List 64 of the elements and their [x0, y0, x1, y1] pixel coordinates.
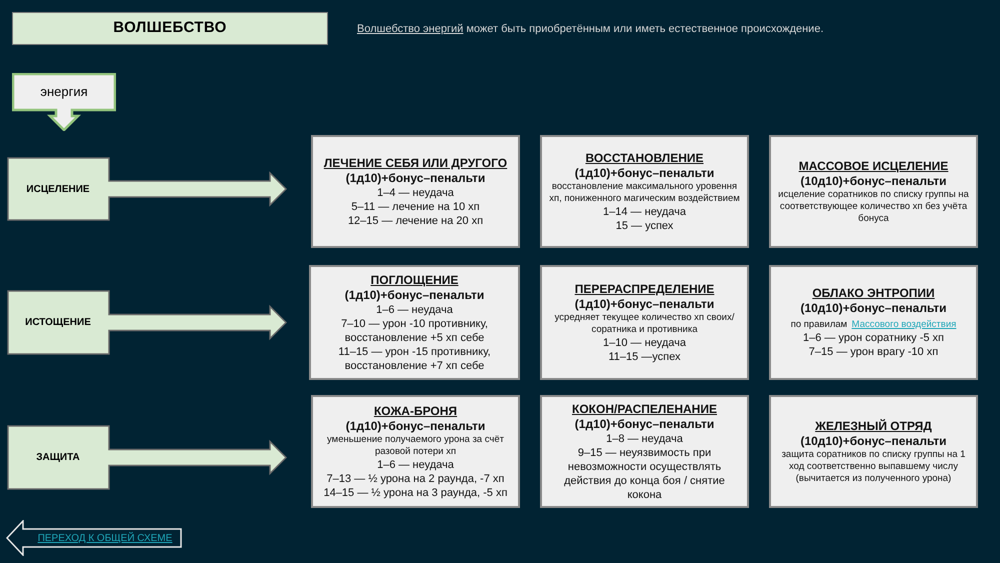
down-arrow-callout	[12, 73, 116, 131]
result-text: 1–10 — неудача	[603, 336, 686, 350]
result-text: 5–11 — лечение на 10 хп	[351, 200, 480, 214]
result-text: 1–14 — неудача	[603, 204, 686, 218]
result-text: 9–15 — неуязвимость при невозможности осуществлять действия до конца боя / снятие кокона	[563, 446, 726, 502]
link: Массового воздействия	[852, 319, 956, 330]
link: Волшебство энергий	[357, 23, 464, 35]
description-text: может быть приобретённым или иметь естественное происхождение.	[466, 23, 824, 35]
right-arrow-callout	[7, 425, 287, 490]
spell-card	[769, 395, 978, 508]
result-text: 7–13 — ½ урона на 2 раунда, -7 хп	[326, 472, 504, 486]
dice-formula: (10д10)+бонус–пенальти	[800, 301, 947, 316]
card-title: ПЕРЕРАСПРЕДЕЛЕНИЕ	[574, 282, 714, 296]
description-text: исцеление соратников по списку группы на соответствующее количество хп без учёта бонуса	[777, 188, 970, 224]
card-title: МАССОВОЕ ИСЦЕЛЕНИЕ	[798, 158, 948, 174]
spell-card	[311, 135, 520, 248]
dice-formula: (1д10)+бонус–пенальти	[574, 416, 714, 432]
category-label: ИСЦЕЛЕНИЕ	[26, 182, 90, 196]
description-text: защита соратников по списку группы на 1 ход соответственно выпавшему числу (вычитается из полученного урона)	[780, 448, 966, 484]
result-text: 1–4 — неудача	[377, 186, 454, 200]
category-label: энергия	[40, 82, 88, 101]
spell-card	[311, 395, 520, 508]
link: ПЕРЕХОД К ОБЩЕЙ СХЕМЕ	[38, 531, 172, 546]
card-title: ПОГЛОЩЕНИЕ	[370, 272, 458, 288]
description-text: усредняет текущее количество хп своих/соратника и противника	[554, 312, 736, 336]
result-text: 15 — успех	[616, 218, 674, 232]
result-text: 11–15 —успех	[608, 350, 681, 364]
dice-formula: (1д10)+бонус–пенальти	[574, 166, 714, 180]
spell-card	[309, 265, 520, 380]
back-arrow-button	[6, 520, 182, 556]
card-title: ЖЕЛЕЗНЫЙ ОТРЯД	[815, 418, 932, 434]
card-title: ЛЕЧЕНИЕ СЕБЯ ИЛИ ДРУГОГО	[324, 156, 508, 170]
result-text: 11–15 — урон -15 противнику, восстановление +7 хп себе	[337, 344, 492, 372]
card-title: ВОССТАНОВЛЕНИЕ	[585, 150, 704, 166]
result-text: 1–6 — урон соратнику -5 хп	[803, 331, 944, 345]
result-text: 1–6 — неудача	[377, 458, 454, 472]
spell-card	[540, 135, 749, 248]
spell-card	[769, 135, 978, 248]
result-text: 12–15 — лечение на 20 хп	[348, 214, 484, 228]
result-text: 1–6 — неудача	[376, 302, 453, 316]
card-title: ОБЛАКО ЭНТРОПИИ	[812, 286, 935, 301]
result-text: 14–15 — ½ урона на 3 раунда, -5 хп	[324, 486, 508, 500]
right-arrow-callout	[7, 157, 287, 221]
dice-formula: (10д10)+бонус–пенальти	[800, 434, 947, 448]
dice-formula: (1д10)+бонус–пенальти	[346, 170, 486, 186]
description-text: уменьшение получаемого урона за счёт разовой потери хп	[326, 434, 505, 458]
spell-card	[540, 395, 749, 508]
result-text: 1–8 — неудача	[606, 432, 683, 446]
card-title: КОЖА-БРОНЯ	[374, 404, 458, 418]
dice-formula: (1д10)+бонус–пенальти	[574, 296, 714, 312]
result-text: 7–10 — урон -10 противнику, восстановление +5 хп себе	[340, 316, 489, 344]
category-label: ЗАЩИТА	[36, 451, 80, 465]
dice-formula: (1д10)+бонус–пенальти	[344, 288, 484, 302]
dice-formula: (1д10)+бонус–пенальти	[346, 418, 486, 434]
spell-card	[540, 265, 749, 380]
card-title: КОКОН/РАСПЕЛЕНАНИЕ	[572, 402, 717, 416]
title-box: ВОЛШЕБСТВО	[12, 12, 328, 45]
category-label: ИСТОЩЕНИЕ	[25, 316, 91, 330]
description-text: восстановление максимального уровення хп, пониженного магическим воздействием	[548, 180, 741, 204]
dice-formula: (10д10)+бонус–пенальти	[800, 174, 947, 188]
right-arrow-callout	[7, 290, 287, 355]
result-text: 7–15 — урон врагу -10 хп	[808, 345, 938, 359]
spell-card	[769, 265, 978, 380]
note-text: по правилам	[790, 319, 848, 330]
